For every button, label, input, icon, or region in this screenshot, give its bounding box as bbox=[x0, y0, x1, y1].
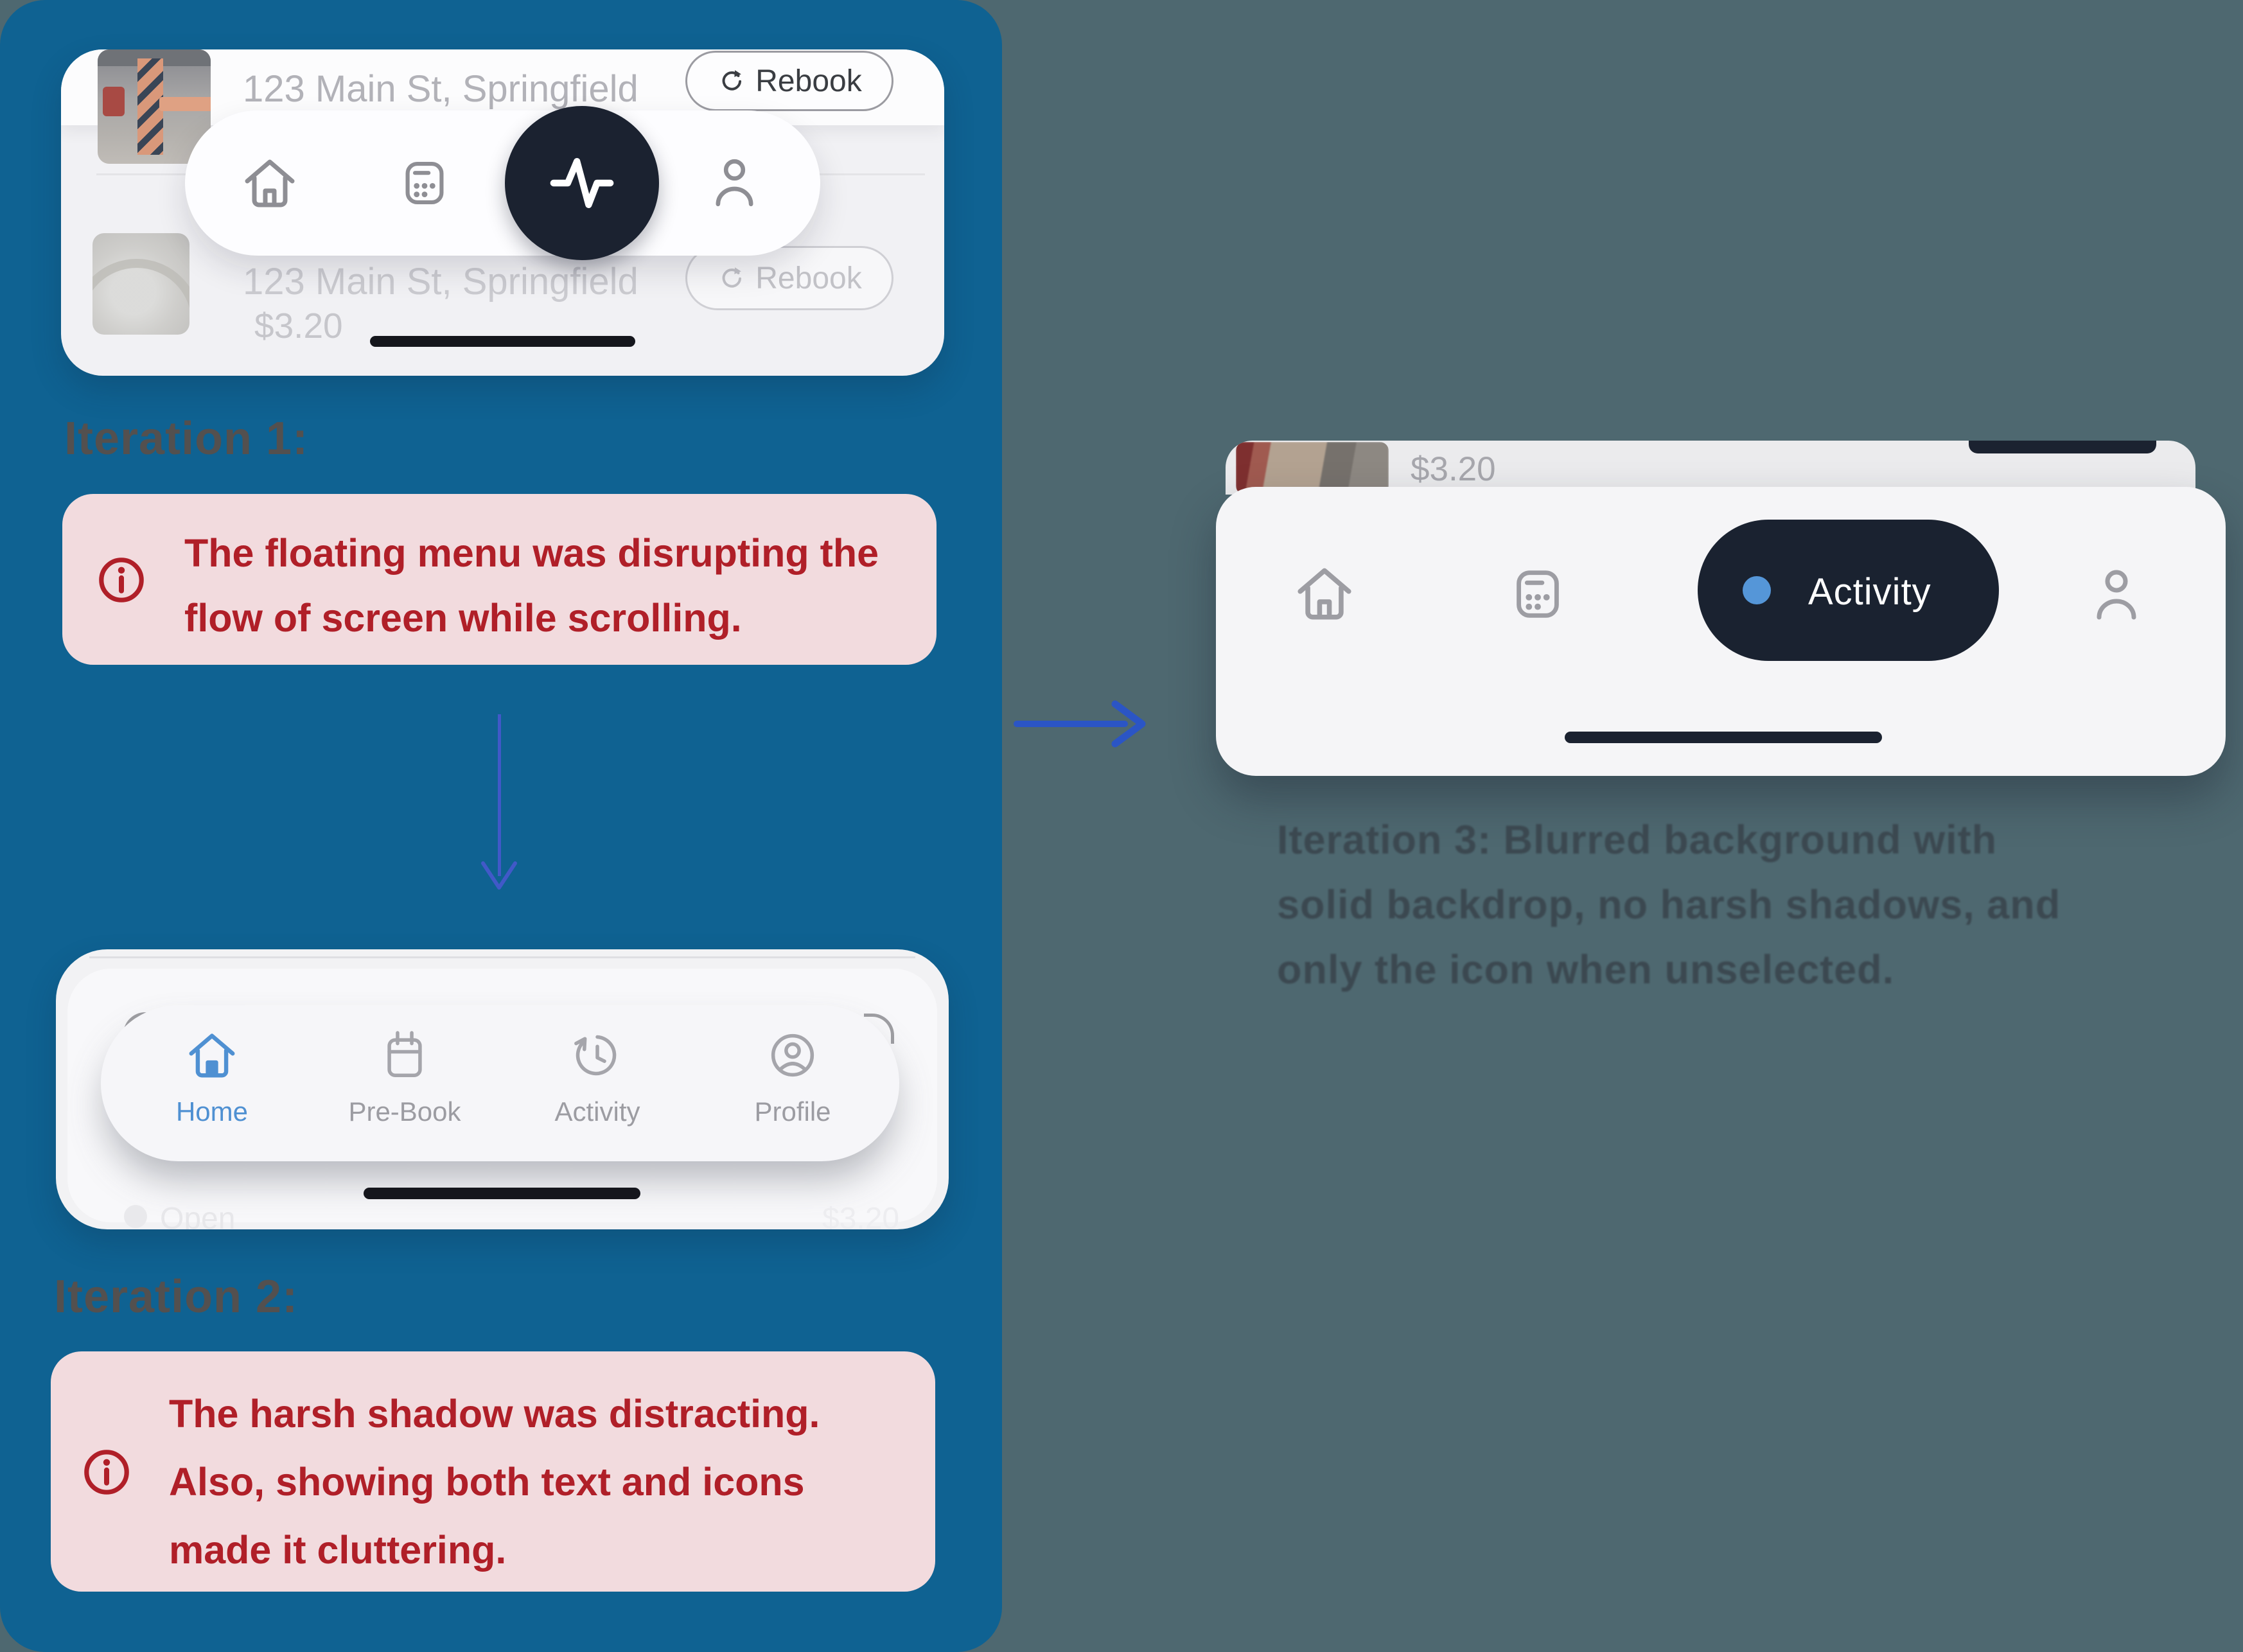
tab-profile[interactable]: Profile bbox=[721, 1026, 865, 1127]
clipped-dark-element bbox=[1969, 441, 2156, 453]
activity-pulse-icon bbox=[540, 141, 624, 225]
screen-edge-line bbox=[89, 956, 915, 958]
caption-line: only the icon when unselected. bbox=[1277, 947, 1895, 992]
parking-photo-thumbnail bbox=[98, 49, 211, 164]
price-text: $3.20 bbox=[1411, 450, 1496, 488]
tab-label: Pre-Book bbox=[348, 1096, 461, 1127]
iteration1-mockup: 123 Main St, Springfield Rebook 123 Main… bbox=[61, 49, 944, 376]
note-text-line: made it cluttering. bbox=[169, 1528, 507, 1572]
note-text-line: flow of screen while scrolling. bbox=[184, 596, 742, 640]
iterations-panel: 123 Main St, Springfield Rebook 123 Main… bbox=[0, 0, 1002, 1652]
activity-tab-selected[interactable] bbox=[505, 106, 659, 260]
photo-thumbnail bbox=[1236, 442, 1389, 495]
calendar-icon[interactable] bbox=[1506, 563, 1569, 626]
address-text: 123 Main St, Springfield bbox=[243, 261, 638, 303]
profile-icon[interactable] bbox=[704, 152, 765, 213]
rebook-button-label: Rebook bbox=[755, 64, 862, 98]
note-text-line: Also, showing both text and icons bbox=[169, 1460, 805, 1504]
profile-icon[interactable] bbox=[2084, 563, 2149, 627]
iteration3-nav-bar: Activity bbox=[1216, 487, 2226, 776]
home-icon[interactable] bbox=[238, 151, 302, 215]
price-text: $3.20 bbox=[254, 306, 343, 346]
profile-circle-icon bbox=[763, 1026, 822, 1085]
home-icon bbox=[182, 1026, 242, 1085]
iteration2-mockup: Home Pre-Book Activity bbox=[56, 949, 949, 1229]
tab-prebook[interactable]: Pre-Book bbox=[333, 1026, 477, 1127]
ghost-status-text: Open bbox=[160, 1202, 236, 1229]
arrow-right-head bbox=[1111, 700, 1146, 748]
note-text-line: The floating menu was disrupting the bbox=[184, 531, 879, 575]
active-tab-label: Activity bbox=[1808, 571, 1931, 613]
home-indicator bbox=[370, 336, 635, 347]
tab-label: Activity bbox=[554, 1096, 640, 1127]
calendar-icon[interactable] bbox=[396, 155, 453, 211]
rebook-button[interactable]: Rebook bbox=[685, 246, 893, 310]
arrow-down-head bbox=[481, 861, 517, 890]
tab-activity[interactable]: Activity bbox=[525, 1026, 669, 1127]
home-indicator bbox=[364, 1188, 640, 1199]
note-text-line: The harsh shadow was distracting. bbox=[169, 1392, 820, 1436]
ghost-price-text: $3.20 bbox=[822, 1202, 900, 1229]
splash-photo-thumbnail bbox=[92, 233, 189, 335]
underlay-corner bbox=[864, 1014, 894, 1044]
flow-arrow-down bbox=[498, 714, 501, 876]
info-icon bbox=[96, 554, 147, 606]
home-indicator bbox=[1565, 732, 1882, 743]
calendar-icon bbox=[375, 1026, 434, 1085]
tab-label: Home bbox=[175, 1096, 249, 1127]
tab-label: Profile bbox=[754, 1096, 831, 1127]
refresh-icon bbox=[717, 264, 745, 292]
rebook-button-label: Rebook bbox=[755, 261, 862, 295]
caption-line: Iteration 3: Blurred background with bbox=[1277, 818, 1998, 863]
flow-arrow-right bbox=[1014, 721, 1128, 727]
iteration1-note: The floating menu was disrupting the flo… bbox=[62, 494, 937, 665]
floating-nav-menu bbox=[185, 106, 820, 260]
refresh-icon bbox=[717, 67, 745, 95]
history-icon bbox=[568, 1026, 627, 1085]
iteration2-note: The harsh shadow was distracting. Also, … bbox=[51, 1351, 935, 1592]
iteration1-label: Iteration 1: bbox=[64, 413, 309, 464]
home-icon[interactable] bbox=[1290, 559, 1359, 628]
iteration2-label: Iteration 2: bbox=[54, 1271, 299, 1322]
address-text: 123 Main St, Springfield bbox=[243, 68, 638, 110]
info-icon bbox=[81, 1446, 132, 1498]
iteration3-backdrop-strip: $3.20 bbox=[1226, 441, 2195, 495]
tab-bar: Home Pre-Book Activity bbox=[101, 1005, 899, 1161]
ghost-status-dot bbox=[124, 1205, 147, 1228]
iteration3-caption: Iteration 3: Blurred background with sol… bbox=[1277, 808, 2061, 1003]
active-indicator-dot bbox=[1743, 576, 1771, 604]
tab-home[interactable]: Home bbox=[140, 1026, 284, 1127]
rebook-button[interactable]: Rebook bbox=[685, 51, 893, 111]
activity-tab-selected[interactable]: Activity bbox=[1698, 520, 1999, 661]
caption-line: solid backdrop, no harsh shadows, and bbox=[1277, 883, 2061, 927]
